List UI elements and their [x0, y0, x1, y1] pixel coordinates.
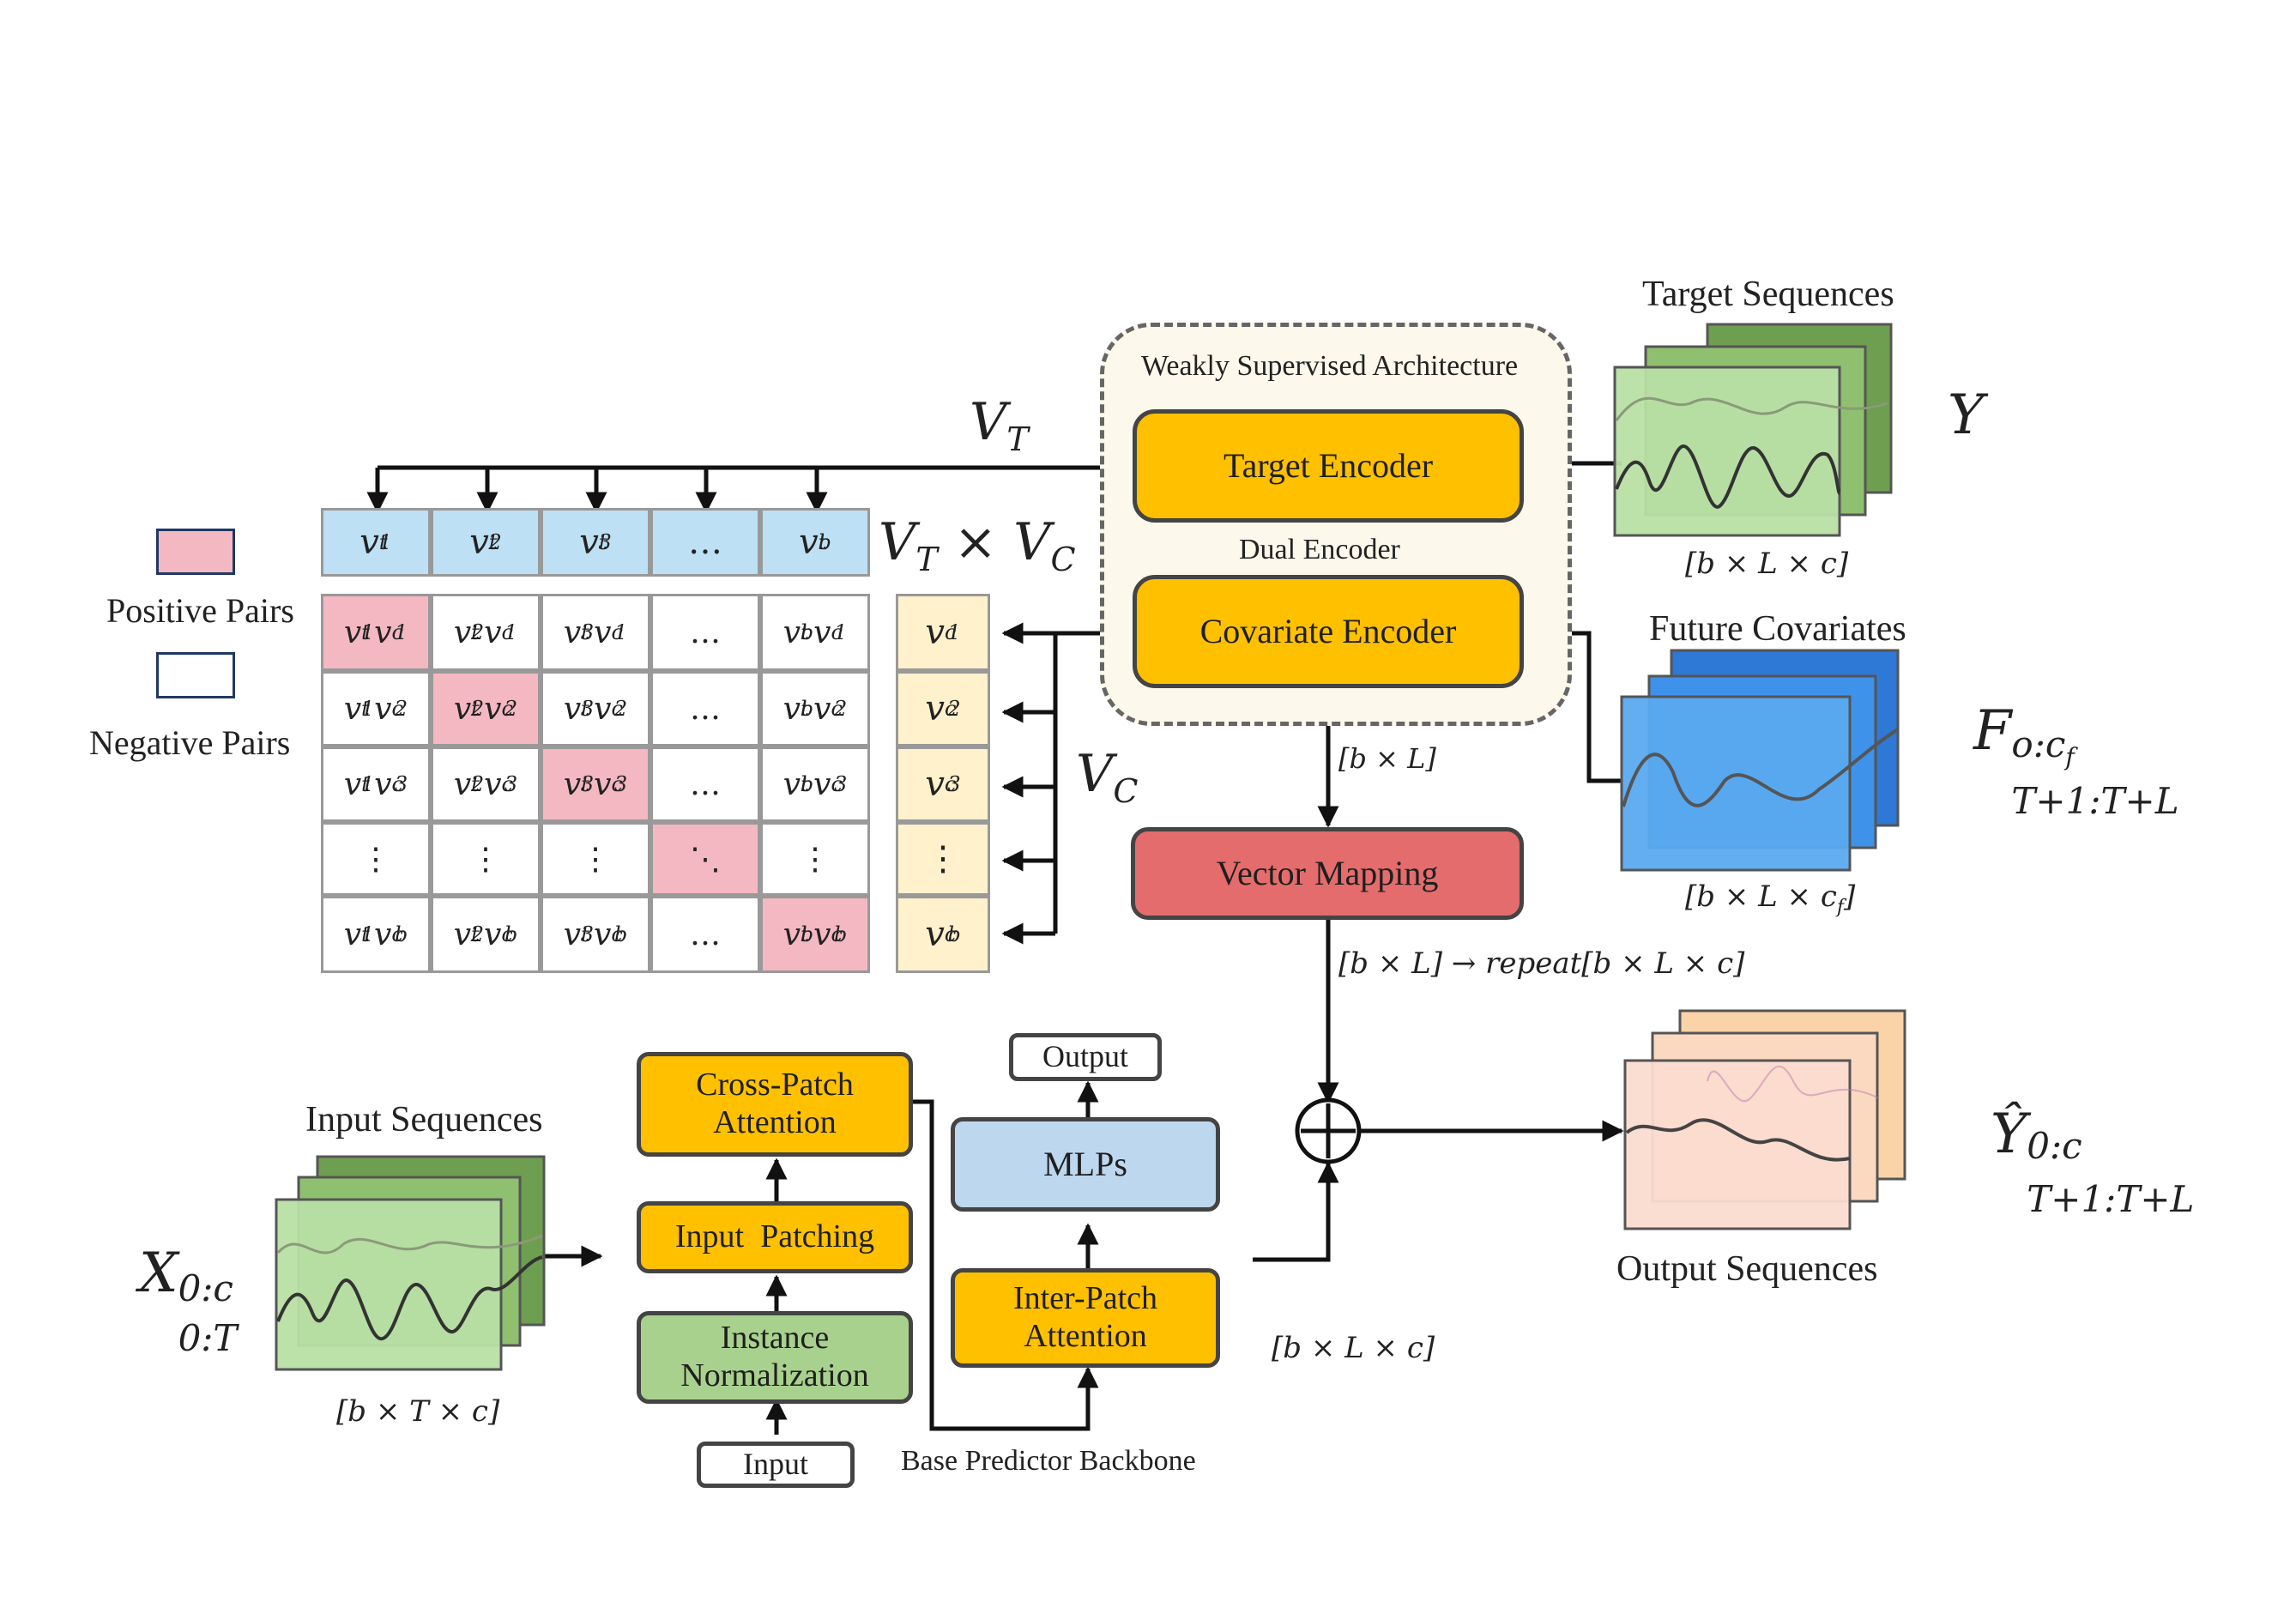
output-label: Output	[1042, 1039, 1128, 1074]
future-covariates-stack	[1620, 649, 1900, 872]
output-sequences-stack	[1623, 1009, 1906, 1230]
legend-negative-swatch	[156, 652, 235, 698]
shape-repeat: [b × L] → repeat[b × L × c]	[1338, 946, 1745, 981]
vector-mapping-box[interactable]: Vector Mapping	[1131, 827, 1524, 920]
output-box[interactable]: Output	[1009, 1033, 1162, 1081]
arrow-backbone-to-plus	[1253, 1161, 1339, 1262]
negative-pair-cell: ⋮	[541, 822, 650, 896]
input-patching-label: Input Patching	[674, 1218, 875, 1255]
instance-normalization-label: Instance Normalization	[680, 1320, 869, 1393]
negative-pair-cell: ⋮	[431, 822, 541, 896]
vt-times-vc-label: VT × VC	[879, 512, 1076, 578]
plus-circle-icon	[1295, 1097, 1362, 1164]
weakly-supervised-title: Weakly Supervised Architecture	[1141, 350, 1519, 382]
cross-patch-attention-label: Cross-Patch Attention	[696, 1067, 854, 1140]
target-sequences-stack	[1613, 323, 1893, 537]
input-shape: [b × T × c]	[336, 1394, 500, 1429]
target-symbol: Y	[1948, 384, 1985, 447]
target-sequences-title: Target Sequences	[1642, 275, 1894, 314]
input-patching-box[interactable]: Input Patching	[637, 1201, 913, 1273]
input-label: Input	[743, 1447, 808, 1482]
inter-patch-attention-box[interactable]: Inter-Patch Attention	[951, 1268, 1220, 1368]
negative-pair-cell: ⋮	[760, 822, 870, 896]
vt-header-cell: …	[650, 508, 760, 577]
cross-patch-attention-box[interactable]: Cross-Patch Attention	[637, 1052, 913, 1157]
legend-negative-label: Negative Pairs	[89, 723, 291, 762]
target-encoder-box[interactable]: Target Encoder	[1133, 409, 1524, 523]
input-sequences-stack	[275, 1155, 546, 1371]
dual-encoder-label: Dual Encoder	[1239, 534, 1400, 565]
covariate-encoder-label: Covariate Encoder	[1199, 612, 1457, 650]
mlps-label: MLPs	[1043, 1145, 1127, 1183]
backbone-title: Base Predictor Backbone	[901, 1445, 1196, 1477]
legend-positive-swatch	[156, 529, 235, 575]
future-covariates-title: Future Covariates	[1649, 609, 1906, 649]
input-box[interactable]: Input	[697, 1442, 855, 1488]
covariate-encoder-box[interactable]: Covariate Encoder	[1133, 575, 1524, 688]
legend-positive-label: Positive Pairs	[106, 591, 294, 630]
negative-pair-cell: …	[650, 747, 760, 822]
negative-pair-cell: …	[650, 896, 760, 973]
positive-pair-cell: ⋱	[650, 822, 760, 896]
negative-pair-cell: ⋮	[321, 822, 431, 896]
vt-label: VT	[970, 392, 1029, 458]
vc-cell: ⋮	[896, 822, 990, 896]
mlps-box[interactable]: MLPs	[951, 1117, 1220, 1212]
vc-label: VC	[1076, 744, 1139, 810]
output-sequences-title: Output Sequences	[1616, 1249, 1878, 1289]
input-sequences-title: Input Sequences	[305, 1100, 543, 1139]
input-symbol: X 0:c 0:T	[139, 1242, 238, 1359]
vector-mapping-label: Vector Mapping	[1216, 854, 1439, 892]
target-encoder-label: Target Encoder	[1223, 446, 1434, 485]
negative-pair-cell: …	[650, 594, 760, 671]
inter-patch-attention-label: Inter-Patch Attention	[1012, 1280, 1158, 1354]
output-shape: [b × L × c]	[1272, 1331, 1435, 1365]
shape-bL: [b × L]	[1338, 742, 1436, 775]
target-shape: [b × L × c]	[1685, 547, 1849, 581]
output-symbol: Ŷ 0:c T+1:T+L	[1991, 1103, 2195, 1220]
future-symbol: F o:cf T+1:T+L	[1973, 699, 2179, 822]
future-shape: [b × L × cf]	[1685, 880, 1856, 918]
negative-pair-cell: …	[650, 671, 760, 747]
instance-normalization-box[interactable]: Instance Normalization	[637, 1311, 913, 1404]
